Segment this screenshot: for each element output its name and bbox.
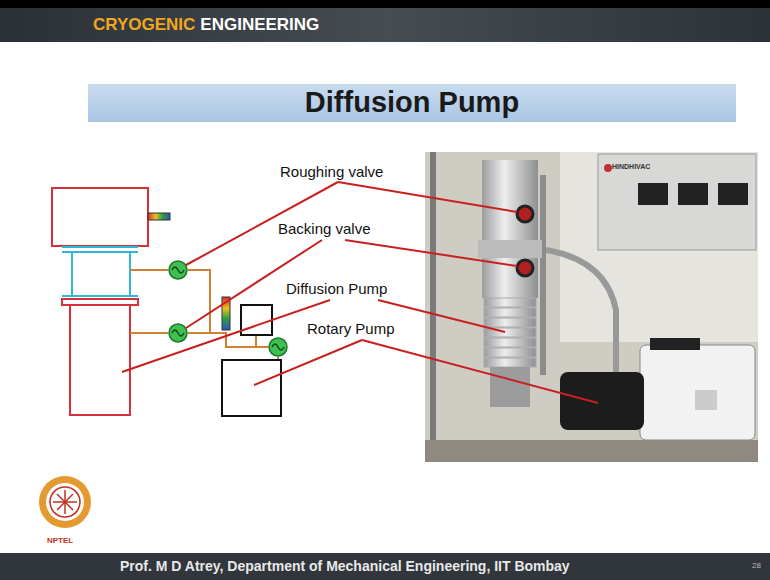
logo-text: NPTEL (47, 537, 73, 546)
header-text: ENGINEERING (200, 16, 319, 35)
chamber (52, 188, 148, 246)
gauge-symbol (148, 213, 170, 220)
brand-mark: HINDHIVAC (612, 163, 650, 171)
leader-lines (122, 182, 598, 403)
top-strip (0, 0, 770, 8)
slide-title: Diffusion Pump (305, 87, 519, 119)
rotary-pump-box (222, 360, 281, 416)
part-label: Rotary Pump (305, 321, 397, 338)
title-band (88, 84, 736, 122)
footer-bar (0, 553, 770, 580)
part-label: Diffusion Pump (284, 281, 389, 298)
header-text: CRYOGENIC (93, 16, 195, 35)
diffusion-pump-body (70, 305, 130, 415)
schematic (52, 188, 287, 416)
part-label: Roughing valve (278, 164, 385, 181)
nptel-logo (39, 476, 91, 528)
photo (425, 152, 758, 462)
part-label: Backing valve (276, 221, 373, 238)
header-bar (0, 8, 770, 42)
footer-text: Prof. M D Atrey, Department of Mechanica… (120, 559, 570, 574)
page-number: 28 (752, 562, 761, 571)
trap-box (241, 305, 272, 335)
